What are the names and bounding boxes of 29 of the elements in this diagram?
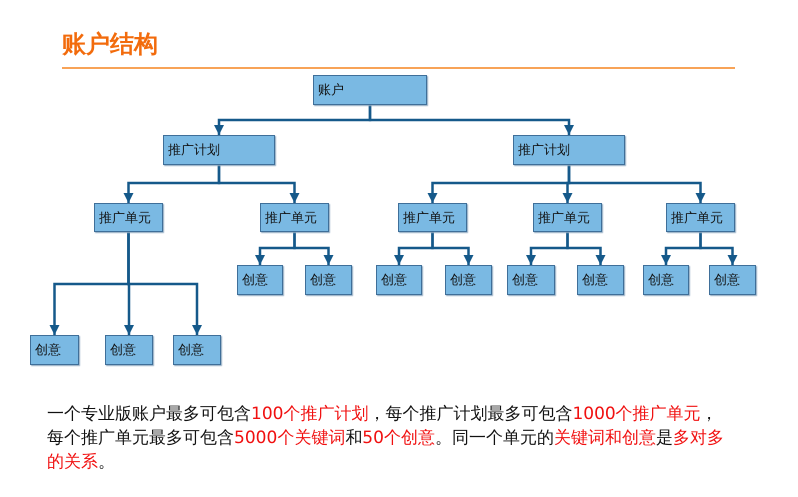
hierarchy-box: 推广单元	[398, 203, 467, 232]
hierarchy-box: 推广单元	[666, 203, 735, 232]
arrow	[431, 232, 474, 265]
hierarchy-box: 账户	[313, 75, 427, 105]
hierarchy-box: 推广单元	[94, 203, 163, 232]
hierarchy-box: 推广单元	[260, 203, 329, 232]
hierarchy-box: 推广单元	[533, 203, 602, 232]
arrow	[218, 165, 300, 203]
arrow	[368, 105, 574, 135]
hierarchy-box: 创意	[709, 265, 756, 295]
hierarchy-box: 创意	[237, 265, 283, 295]
title: 账户结构	[62, 29, 158, 60]
hierarchy-box: 创意	[105, 335, 153, 365]
hierarchy-box: 推广计划	[513, 135, 625, 165]
hierarchy-box: 创意	[173, 335, 221, 365]
arrow	[127, 232, 202, 335]
hierarchy-box: 创意	[445, 265, 492, 295]
hierarchy-box: 创意	[577, 265, 624, 295]
arrow	[566, 232, 606, 265]
description-text: 一个专业版账户最多可包含100个推广计划，每个推广计划最多可包含1000个推广单元，每个推广单元最多可包含5000个关键词和50个创意。同一个单元的关键词和创意是多对多的关系。	[47, 403, 725, 474]
hierarchy-box: 推广计划	[163, 135, 275, 165]
hierarchy-box: 创意	[376, 265, 422, 295]
hierarchy-box: 创意	[507, 265, 555, 295]
hierarchy-box: 创意	[305, 265, 352, 295]
arrow	[293, 232, 334, 265]
arrow	[699, 232, 738, 265]
hierarchy-box: 创意	[30, 335, 79, 365]
arrow	[568, 165, 706, 203]
hierarchy-box: 创意	[643, 265, 689, 295]
